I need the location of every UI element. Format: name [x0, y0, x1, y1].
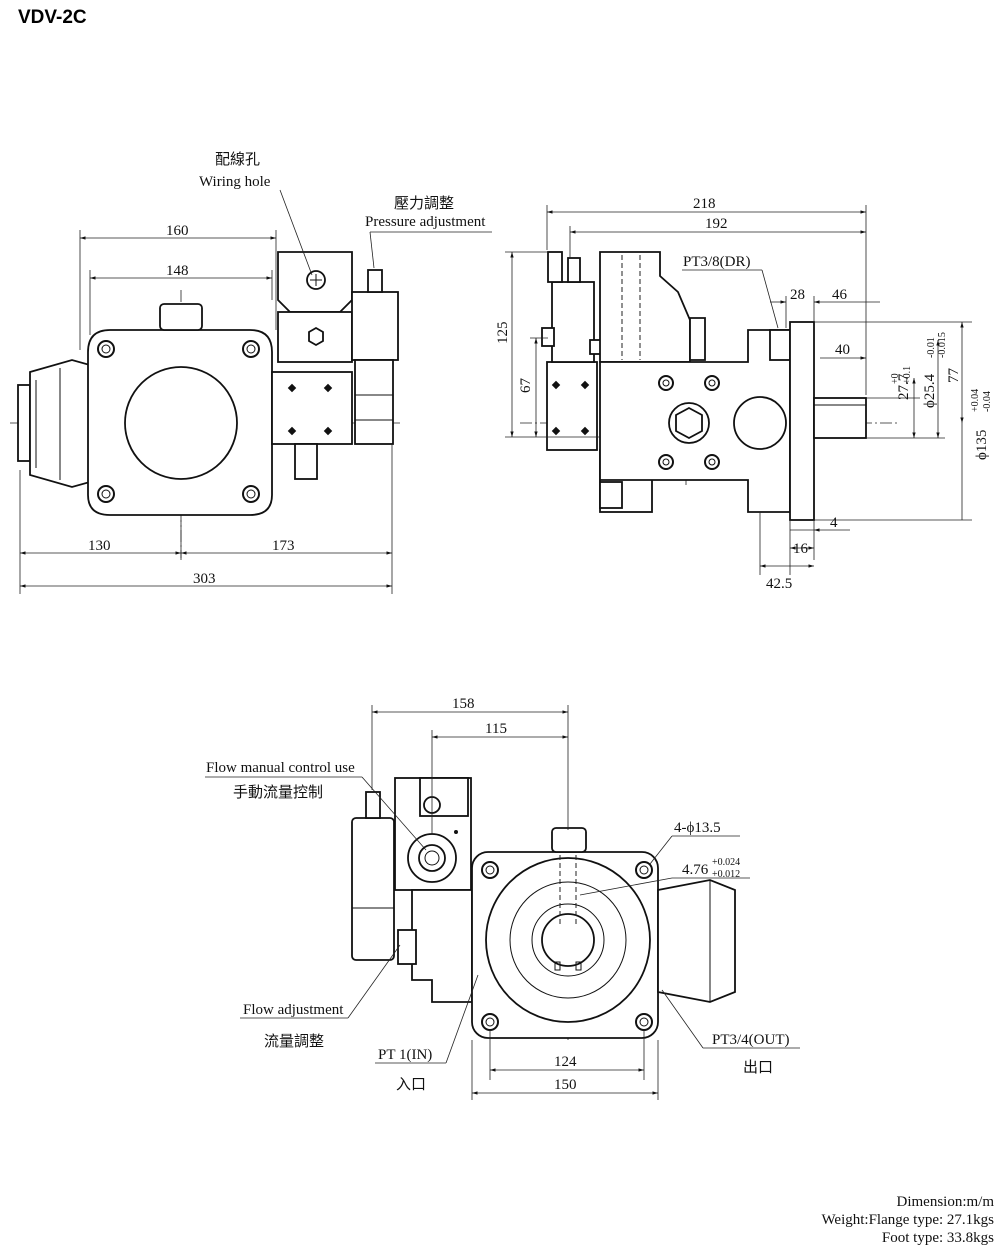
side-mount-flange	[789, 321, 815, 521]
dim-shaft-key-tol-upper: +0	[890, 373, 901, 384]
dim-pilot-tol-lower: -0.04	[982, 391, 993, 412]
dim-4: 4	[830, 515, 838, 531]
dim-42-5: 42.5	[766, 576, 792, 592]
front-pressure-screw	[367, 269, 383, 293]
side-hex-plug	[675, 406, 703, 440]
dim-shaft-dia-tol-lower: -0.015	[937, 332, 948, 358]
dim-40: 40	[835, 342, 850, 358]
bolt-holes-label: 4-ϕ13.5	[674, 820, 721, 836]
key-width-tol-lower: +0.012	[712, 869, 740, 880]
dim-shaft-key-tol-lower: +0.1	[902, 366, 913, 384]
key-width-tol-upper: +0.024	[712, 857, 740, 868]
flow-manual-en: Flow manual control use	[206, 760, 355, 776]
footer-dimension-unit: Dimension:m/m	[896, 1194, 995, 1210]
flow-adjustment-en: Flow adjustment	[243, 1002, 344, 1018]
dim-192: 192	[705, 216, 728, 232]
side-screw-right	[567, 257, 581, 283]
pressure-adjustment-en: Pressure adjustment	[365, 214, 486, 230]
drain-port-label: PT3/8(DR)	[683, 254, 751, 270]
front-top-boss	[159, 303, 203, 331]
front-pressure-adjuster	[351, 291, 399, 361]
front-control-dots	[287, 383, 333, 436]
front-pressure-valve-body	[354, 359, 394, 445]
side-bolts	[658, 375, 720, 470]
dim-pilot-diameter: ϕ135	[974, 430, 990, 460]
inlet-zh: 入口	[396, 1075, 426, 1093]
end-shaft	[541, 913, 595, 967]
dim-28: 28	[790, 287, 805, 303]
outlet-port-label: PT3/4(OUT)	[712, 1032, 790, 1048]
dim-303: 303	[193, 571, 216, 587]
front-control-block	[271, 371, 353, 445]
dim-67: 67	[518, 378, 534, 394]
side-control-dots	[551, 380, 590, 436]
drawing-title: VDV-2C	[18, 7, 87, 28]
dim-150: 150	[554, 1077, 577, 1093]
dim-115: 115	[485, 721, 507, 737]
dim-46: 46	[832, 287, 848, 303]
end-adjust-screw-body	[351, 817, 395, 961]
end-top-boss	[551, 827, 587, 853]
end-flow-adjust-block	[411, 889, 473, 1003]
end-adjust-screw-top	[365, 791, 381, 819]
side-port-circle	[733, 396, 787, 450]
wiring-hole-en: Wiring hole	[199, 174, 271, 190]
end-bolts	[481, 861, 653, 1031]
front-port-plate	[17, 384, 31, 462]
front-hex-nut	[308, 326, 324, 347]
front-lower-plug	[294, 443, 318, 480]
side-solenoid	[551, 281, 595, 363]
end-outlet-flange	[657, 879, 736, 1003]
dim-160: 160	[166, 223, 189, 239]
front-bolts	[97, 340, 260, 503]
side-screw-left	[547, 251, 563, 283]
side-control-block	[546, 361, 598, 451]
side-flange-top	[769, 329, 791, 361]
side-dr-fitting	[689, 317, 706, 361]
dim-125: 125	[495, 322, 511, 345]
dim-124: 124	[554, 1054, 577, 1070]
side-valve-head	[599, 251, 691, 363]
flow-adjustment-zh: 流量調整	[264, 1032, 324, 1050]
dim-158: 158	[452, 696, 475, 712]
dim-shaft-diameter: ϕ25.4	[922, 373, 938, 408]
dim-pilot-tol-upper: +0.04	[970, 389, 981, 412]
side-shaft	[813, 397, 867, 439]
outlet-zh: 出口	[743, 1058, 773, 1076]
end-flow-adjust-knob	[397, 929, 417, 965]
end-flow-knob-inner	[418, 844, 446, 872]
dim-130: 130	[88, 538, 111, 554]
dim-148: 148	[166, 263, 189, 279]
flow-manual-zh: 手動流量控制	[233, 783, 323, 801]
front-main-bore	[124, 366, 238, 480]
dim-218: 218	[693, 196, 716, 212]
side-view: 218 192 PT3/8(DR) 28 46 40 125 67 27.7 +…	[495, 196, 993, 592]
dim-shaft-key: 27.7	[896, 373, 912, 400]
dim-77: 77	[946, 368, 962, 384]
front-view: 配線孔 Wiring hole 壓力調整 Pressure adjustment…	[10, 150, 492, 594]
footer-weight-flange: Weight:Flange type: 27.1kgs	[821, 1212, 994, 1228]
wiring-hole-zh: 配線孔	[215, 150, 260, 168]
key-width-label: 4.76	[682, 862, 709, 878]
side-drain-plug	[599, 481, 623, 509]
end-view: 158 115 Flow manual control use 手動流量控制 4…	[205, 696, 800, 1100]
pressure-adjustment-zh: 壓力調整	[394, 194, 454, 212]
dim-16: 16	[793, 541, 809, 557]
side-side-plug	[541, 327, 555, 347]
dim-shaft-dia-tol-upper: -0.01	[926, 337, 937, 358]
footer-weight-foot: Foot type: 33.8kgs	[881, 1230, 994, 1246]
dim-173: 173	[272, 538, 295, 554]
inlet-port-label: PT 1(IN)	[378, 1047, 432, 1063]
